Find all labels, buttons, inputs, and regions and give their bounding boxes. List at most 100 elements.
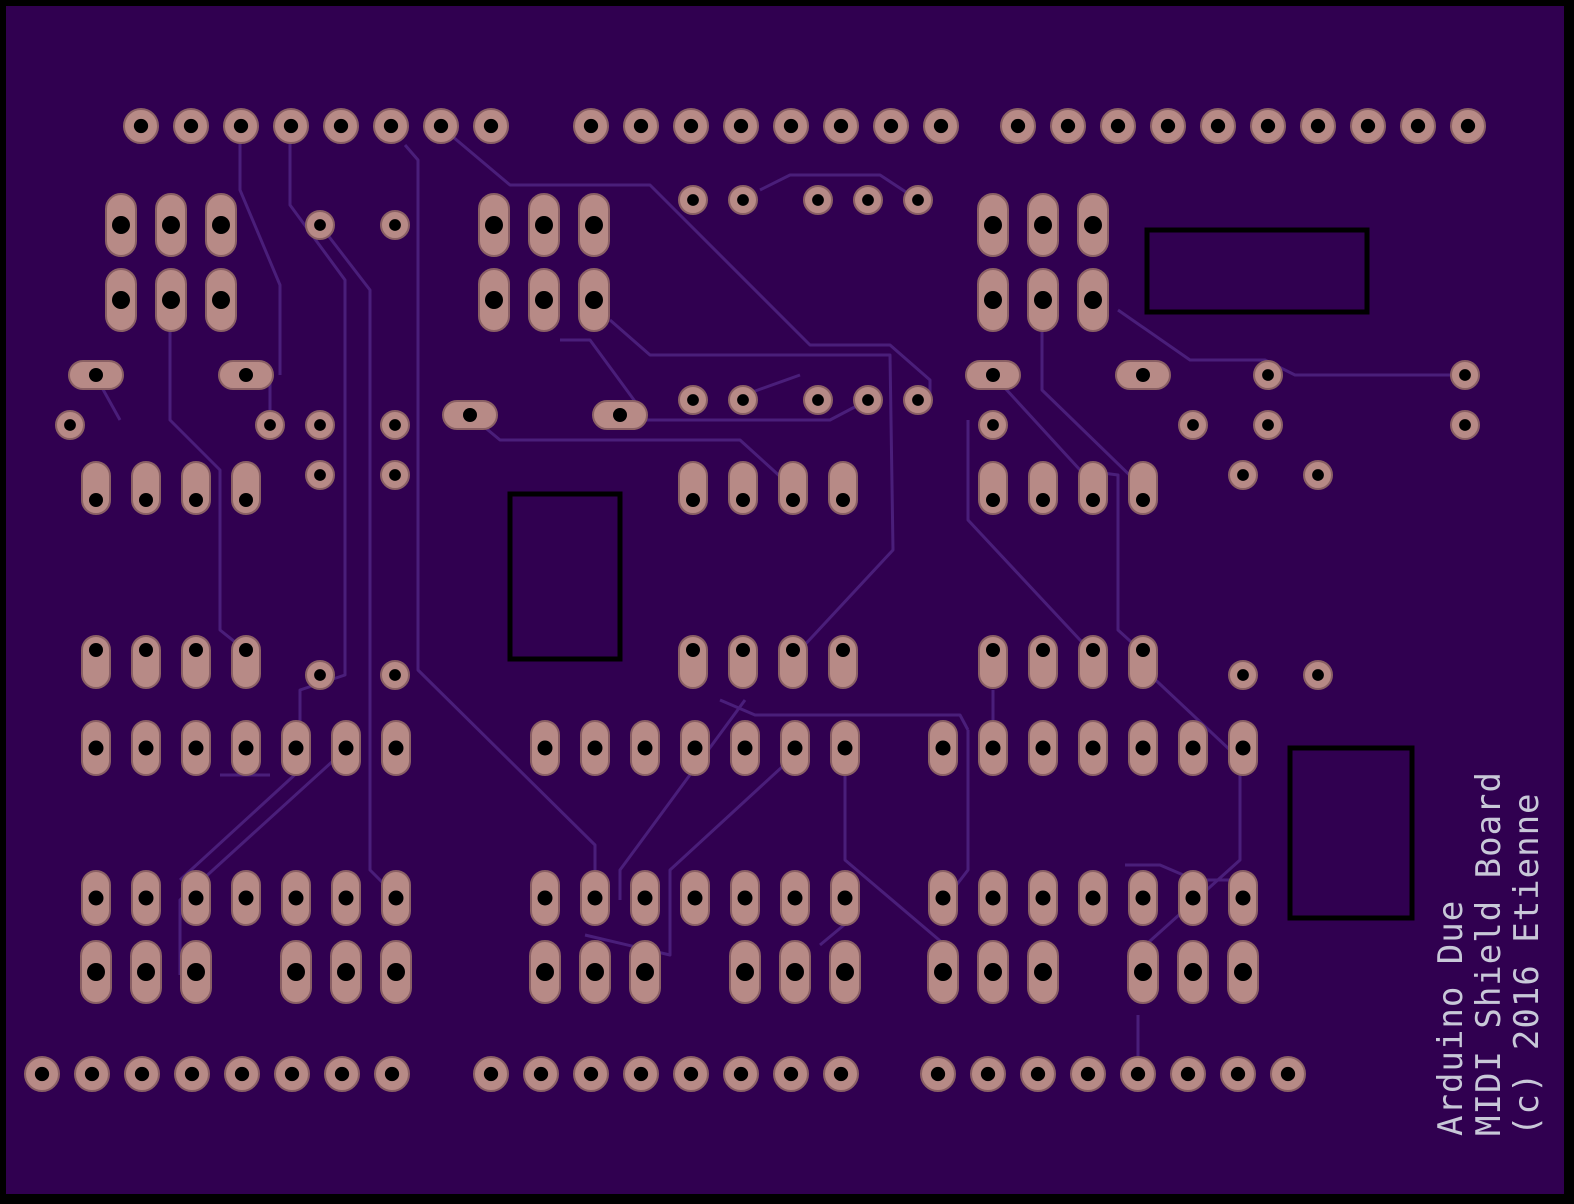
via-icon: [903, 185, 933, 215]
oblong-pad-icon: [231, 870, 261, 926]
round-pad-icon: [573, 1056, 609, 1092]
round-pad-icon: [124, 1056, 160, 1092]
via-icon: [1253, 360, 1283, 390]
round-pad-icon: [1150, 108, 1186, 144]
oblong-pad-icon: [1078, 870, 1108, 926]
round-pad-icon: [970, 1056, 1006, 1092]
oblong-pad-icon: [592, 400, 648, 430]
oblong-pad-icon: [130, 940, 162, 1004]
via-icon: [803, 385, 833, 415]
oblong-pad-icon: [928, 870, 958, 926]
oblong-pad-icon: [778, 635, 808, 689]
silkscreen-line-title: MIDI Shield Board: [1469, 771, 1509, 1136]
oblong-pad-icon: [1028, 635, 1058, 689]
oblong-pad-icon: [442, 400, 498, 430]
copper-trace: [584, 753, 797, 957]
copper-trace: [719, 698, 970, 731]
round-pad-icon: [723, 108, 759, 144]
oblong-pad-icon: [478, 193, 510, 257]
oblong-pad-icon: [1177, 940, 1209, 1004]
oblong-pad-icon: [978, 635, 1008, 689]
via-icon: [1303, 460, 1333, 490]
oblong-pad-icon: [231, 720, 261, 776]
via-icon: [803, 185, 833, 215]
oblong-pad-icon: [1028, 461, 1058, 515]
oblong-pad-icon: [578, 268, 610, 332]
oblong-pad-icon: [977, 940, 1009, 1004]
round-pad-icon: [1250, 108, 1286, 144]
oblong-pad-icon: [529, 940, 561, 1004]
oblong-pad-icon: [730, 720, 760, 776]
oblong-pad-icon: [1077, 193, 1109, 257]
round-pad-icon: [1450, 108, 1486, 144]
via-icon: [380, 210, 410, 240]
round-pad-icon: [1020, 1056, 1056, 1092]
copper-trace: [991, 373, 1142, 652]
copper-trace: [168, 300, 246, 652]
copper-trace: [1040, 325, 1147, 492]
copper-trace: [560, 338, 647, 416]
oblong-pad-icon: [580, 870, 610, 926]
oblong-pad-icon: [680, 720, 710, 776]
copper-trace: [759, 173, 919, 202]
oblong-pad-icon: [81, 635, 111, 689]
round-pad-icon: [773, 108, 809, 144]
oblong-pad-icon: [281, 720, 311, 776]
oblong-pad-icon: [218, 360, 274, 390]
oblong-pad-icon: [978, 720, 1008, 776]
oblong-pad-icon: [131, 720, 161, 776]
copper-trace: [609, 318, 895, 652]
round-pad-icon: [523, 1056, 559, 1092]
via-icon: [978, 410, 1008, 440]
oblong-pad-icon: [105, 193, 137, 257]
round-pad-icon: [324, 1056, 360, 1092]
oblong-pad-icon: [1078, 461, 1108, 515]
oblong-pad-icon: [1028, 720, 1058, 776]
oblong-pad-icon: [779, 940, 811, 1004]
round-pad-icon: [173, 108, 209, 144]
oblong-pad-icon: [528, 193, 560, 257]
oblong-pad-icon: [578, 193, 610, 257]
oblong-pad-icon: [829, 940, 861, 1004]
via-icon: [903, 385, 933, 415]
copper-trace: [1125, 863, 1240, 882]
oblong-pad-icon: [1128, 635, 1158, 689]
oblong-pad-icon: [1227, 940, 1259, 1004]
oblong-pad-icon: [728, 635, 758, 689]
oblong-pad-icon: [580, 720, 610, 776]
round-pad-icon: [673, 108, 709, 144]
oblong-pad-icon: [81, 461, 111, 515]
round-pad-icon: [823, 108, 859, 144]
copper-trace: [1143, 668, 1232, 752]
oblong-pad-icon: [381, 870, 411, 926]
oblong-pad-icon: [155, 193, 187, 257]
oblong-pad-icon: [1178, 870, 1208, 926]
oblong-pad-icon: [977, 268, 1009, 332]
round-pad-icon: [174, 1056, 210, 1092]
round-pad-icon: [873, 108, 909, 144]
oblong-pad-icon: [81, 870, 111, 926]
oblong-pad-icon: [978, 461, 1008, 515]
oblong-pad-icon: [205, 193, 237, 257]
via-icon: [305, 410, 335, 440]
round-pad-icon: [573, 108, 609, 144]
oblong-pad-icon: [68, 360, 124, 390]
oblong-pad-icon: [1228, 720, 1258, 776]
oblong-pad-icon: [828, 461, 858, 515]
component-outline-icon: [1144, 227, 1370, 315]
oblong-pad-icon: [231, 635, 261, 689]
via-icon: [305, 660, 335, 690]
round-pad-icon: [673, 1056, 709, 1092]
oblong-pad-icon: [1127, 940, 1159, 1004]
oblong-pad-icon: [1128, 870, 1158, 926]
oblong-pad-icon: [678, 461, 708, 515]
oblong-pad-icon: [977, 193, 1009, 257]
via-icon: [1450, 410, 1480, 440]
round-pad-icon: [74, 1056, 110, 1092]
oblong-pad-icon: [780, 870, 810, 926]
oblong-pad-icon: [630, 870, 660, 926]
oblong-pad-icon: [927, 940, 959, 1004]
round-pad-icon: [24, 1056, 60, 1092]
